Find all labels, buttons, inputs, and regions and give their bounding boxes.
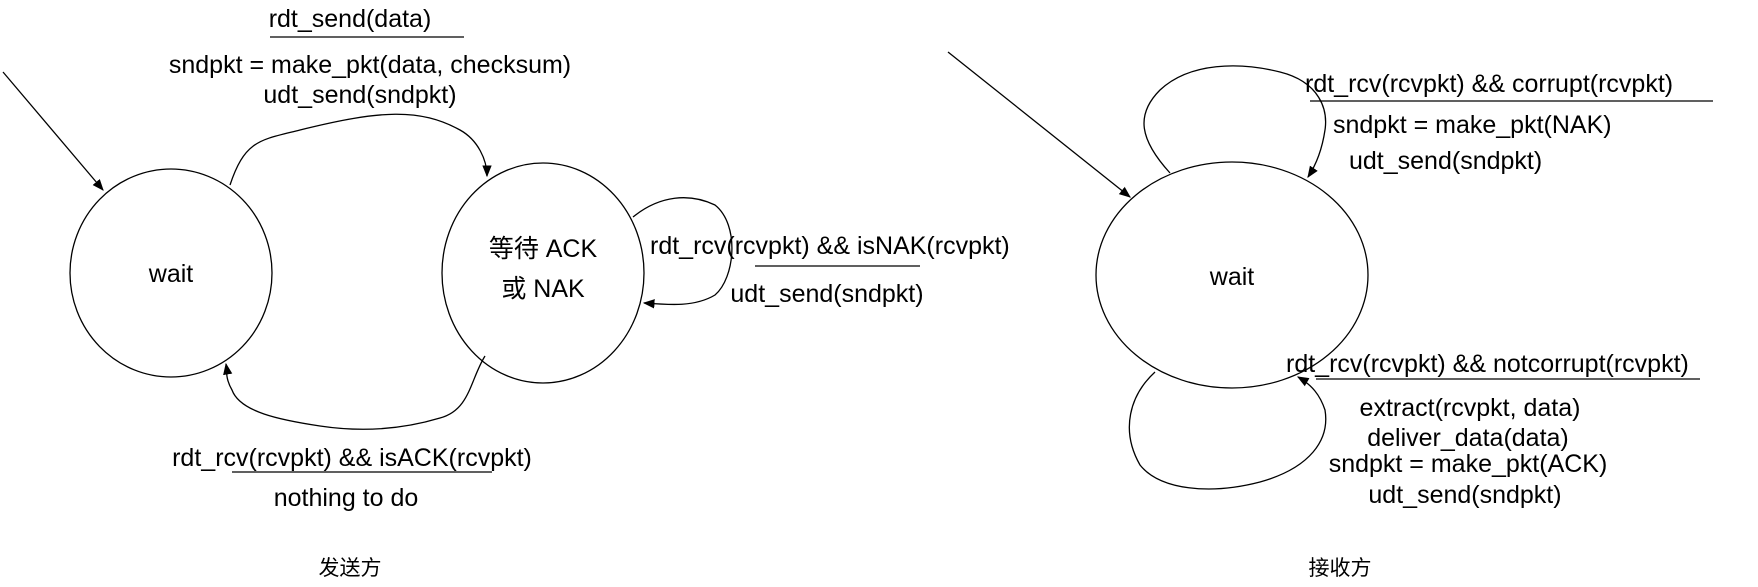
sender-state-wait	[69, 168, 273, 378]
sender-wait-ack-label-1: 等待 ACK	[489, 235, 598, 263]
receiver-ok-action-1: extract(rcvpkt, data)	[1360, 394, 1581, 422]
receiver-ok-action-3: sndpkt = make_pkt(ACK)	[1329, 450, 1608, 478]
sender-send-action-1: sndpkt = make_pkt(data, checksum)	[169, 51, 571, 79]
receiver-corrupt-loop-edge	[1143, 65, 1327, 178]
sender-send-event: rdt_send(data)	[269, 5, 432, 33]
receiver-caption: 接收方	[1309, 556, 1372, 580]
receiver-state-wait	[1095, 161, 1369, 389]
receiver-ok-action-4: udt_send(sndpkt)	[1368, 481, 1561, 509]
sender-send-action-2: udt_send(sndpkt)	[263, 81, 456, 109]
sender-ack-event: rdt_rcv(rcvpkt) && isACK(rcvpkt)	[172, 444, 532, 472]
sender-nak-action-1: udt_send(sndpkt)	[730, 280, 923, 308]
receiver-corrupt-action-2: udt_send(sndpkt)	[1349, 147, 1542, 175]
sender-state-wait-ack	[441, 162, 645, 384]
sender-send-edge	[229, 113, 492, 186]
receiver-ok-event: rdt_rcv(rcvpkt) && notcorrupt(rcvpkt)	[1286, 350, 1689, 378]
receiver-wait-label: wait	[1209, 263, 1255, 291]
sender-ack-edge	[223, 355, 486, 430]
sender-wait-ack-label-2: 或 NAK	[501, 275, 585, 303]
sender-caption: 发送方	[319, 556, 382, 580]
receiver-corrupt-action-1: sndpkt = make_pkt(NAK)	[1333, 111, 1612, 139]
sender-initial-arrow	[2, 71, 104, 191]
receiver-initial-arrow	[947, 51, 1131, 198]
sender-wait-label: wait	[148, 260, 194, 288]
sender-nak-event: rdt_rcv(rcvpkt) && isNAK(rcvpkt)	[650, 232, 1010, 260]
sender-ack-action-1: nothing to do	[274, 484, 419, 512]
sender-nak-loop-edge	[632, 197, 733, 309]
receiver-corrupt-event: rdt_rcv(rcvpkt) && corrupt(rcvpkt)	[1305, 70, 1673, 98]
receiver-ok-loop-edge	[1128, 371, 1327, 490]
receiver-ok-action-2: deliver_data(data)	[1367, 424, 1569, 452]
